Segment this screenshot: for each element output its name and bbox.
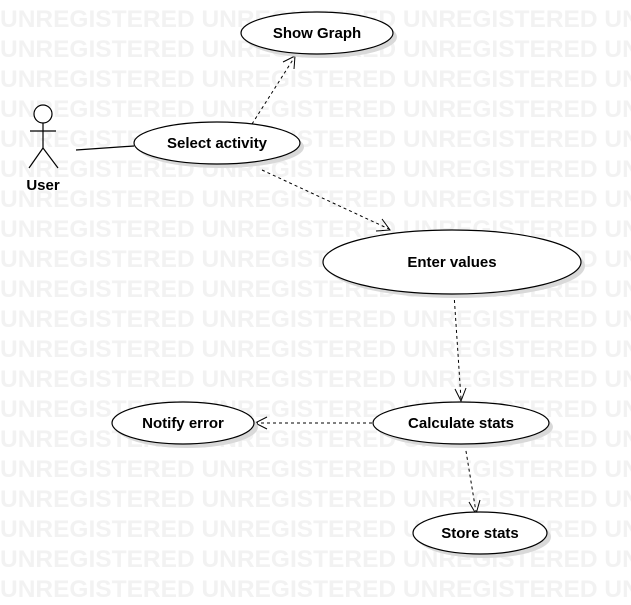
actor-head (33, 104, 53, 124)
dependency-select-to-enter-values (261, 169, 391, 232)
use-case-label: Calculate stats (408, 415, 514, 432)
use-case-label: Select activity (167, 135, 268, 152)
actor-user[interactable]: User (26, 104, 60, 194)
actor-label: User (26, 177, 60, 194)
use-case-show-graph[interactable]: Show Graph (240, 11, 397, 58)
dependency-enter-values-to-calculate (453, 293, 467, 403)
actor-right-leg (42, 147, 59, 169)
association-user-select-activity (75, 145, 135, 151)
use-case-select-activity[interactable]: Select activity (133, 121, 304, 168)
use-case-label: Notify error (142, 415, 224, 432)
use-case-enter-values[interactable]: Enter values (322, 229, 585, 298)
dependency-select-to-show-graph (251, 55, 296, 125)
use-case-label: Show Graph (273, 25, 361, 42)
use-case-label: Enter values (407, 254, 496, 271)
dependency-calculate-to-notify-error (253, 416, 372, 430)
use-case-store-stats[interactable]: Store stats (412, 511, 551, 558)
dependency-calculate-to-store-stats (464, 444, 481, 516)
actor-left-leg (28, 147, 44, 169)
use-case-calculate-stats[interactable]: Calculate stats (372, 401, 553, 448)
use-case-label: Store stats (441, 525, 519, 542)
use-case-notify-error[interactable]: Notify error (111, 401, 258, 448)
